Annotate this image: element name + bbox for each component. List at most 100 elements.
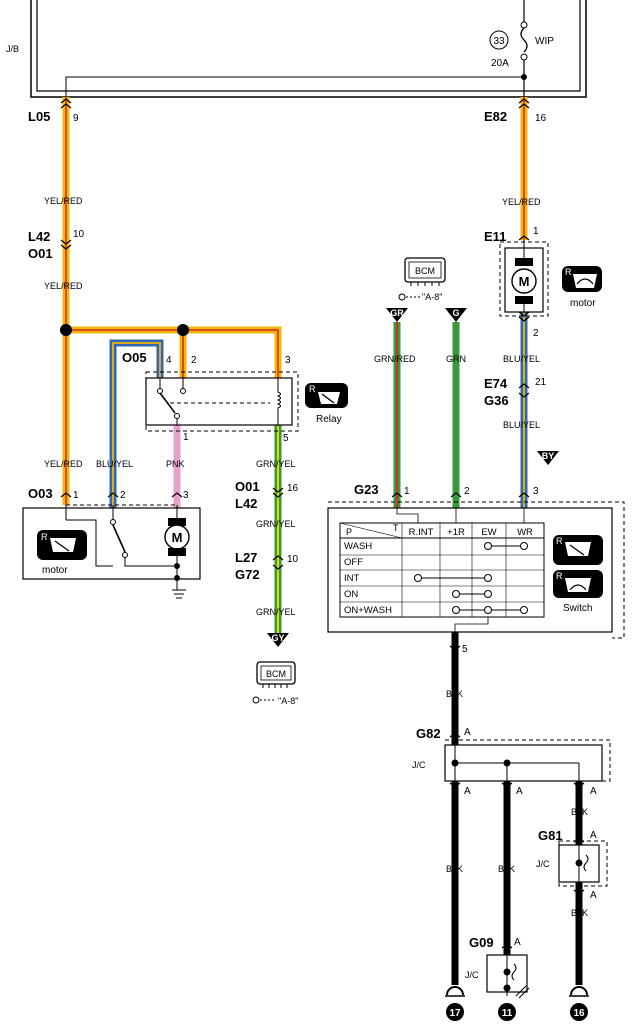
svg-text:1: 1	[183, 432, 189, 443]
svg-text:2: 2	[533, 328, 539, 339]
joint-connector-g82: J/C	[412, 739, 611, 782]
junction-block: J/B 33 WIP 20A	[6, 0, 587, 98]
switch-column-3: WR	[517, 527, 533, 538]
svg-text:R: R	[41, 532, 48, 542]
svg-text:A: A	[464, 786, 471, 797]
conn-g36: G36	[484, 393, 509, 408]
svg-text:A: A	[590, 830, 597, 841]
svg-text:11: 11	[502, 1008, 513, 1019]
svg-text:A: A	[516, 786, 523, 797]
svg-text:R: R	[309, 384, 316, 394]
svg-text:2: 2	[120, 490, 126, 501]
svg-text:BLU/YEL: BLU/YEL	[503, 354, 540, 364]
svg-text:10: 10	[287, 554, 299, 565]
bcm-icon-bottom: BCM "A-8"	[252, 661, 298, 706]
fuse-number: 33	[493, 36, 505, 47]
svg-text:16: 16	[573, 1008, 585, 1019]
svg-text:BCM: BCM	[415, 266, 435, 276]
switch-row-4: ON+WASH	[344, 605, 392, 616]
svg-text:21: 21	[535, 377, 547, 388]
svg-text:GRN/RED: GRN/RED	[374, 354, 416, 364]
svg-text:J/C: J/C	[465, 970, 479, 980]
svg-text:BLK: BLK	[446, 689, 463, 699]
svg-text:A: A	[590, 890, 597, 901]
svg-text:P: P	[346, 527, 352, 537]
conn-g09: G09	[469, 935, 494, 950]
motor-label-rear: motor	[570, 298, 596, 309]
conn-o03: O03	[28, 486, 53, 501]
svg-text:4: 4	[166, 355, 172, 366]
wire-label: BLU/YEL	[96, 459, 133, 469]
tag-g: G	[452, 308, 459, 318]
svg-text:1: 1	[73, 490, 79, 501]
svg-text:M: M	[519, 274, 530, 289]
switch-row-0: WASH	[344, 541, 372, 552]
svg-text:GRN/YEL: GRN/YEL	[256, 607, 296, 617]
wire-label: PNK	[166, 459, 185, 469]
rear-motor-badge: R motor	[562, 266, 602, 309]
svg-text:BLK: BLK	[446, 864, 463, 874]
conn-o05: O05	[122, 350, 147, 365]
motor-label: motor	[42, 565, 68, 576]
svg-text:16: 16	[287, 483, 299, 494]
conn-g82: G82	[416, 726, 441, 741]
wire-yel-red	[62, 97, 528, 505]
svg-text:A: A	[464, 727, 471, 738]
svg-text:BLK: BLK	[498, 864, 515, 874]
switch-row-2: INT	[344, 573, 360, 584]
svg-text:10: 10	[73, 229, 85, 240]
conn-o01: O01	[28, 246, 53, 261]
svg-text:3: 3	[183, 490, 189, 501]
switch-label: Switch	[563, 603, 592, 614]
svg-text:J/C: J/C	[536, 859, 550, 869]
svg-text:R: R	[556, 536, 563, 546]
svg-text:3: 3	[285, 355, 291, 366]
svg-text:2: 2	[191, 355, 197, 366]
svg-text:2: 2	[464, 486, 470, 497]
svg-text:BCM: BCM	[266, 669, 286, 679]
conn-g72: G72	[235, 567, 260, 582]
connector-marks	[60, 98, 585, 949]
svg-text:T: T	[393, 523, 399, 533]
conn-l42: L42	[28, 229, 50, 244]
ground-11: 11	[498, 1003, 516, 1021]
wire-blk	[451, 632, 583, 985]
svg-text:J/C: J/C	[412, 760, 426, 770]
wire-label: YEL/RED	[44, 281, 83, 291]
conn-e11: E11	[484, 229, 506, 244]
ground-17: 17	[445, 986, 465, 1021]
ground-16: 16	[569, 986, 589, 1021]
svg-text:R: R	[556, 571, 563, 581]
wire-label: YEL/RED	[44, 196, 83, 206]
svg-text:A: A	[514, 937, 521, 948]
tag-gr: GR	[390, 308, 404, 318]
svg-text:1: 1	[404, 486, 410, 497]
switch-row-3: ON	[344, 589, 358, 600]
conn-e74: E74	[484, 376, 508, 391]
svg-text:5: 5	[283, 433, 289, 444]
svg-text:M: M	[172, 530, 183, 545]
svg-text:GRN: GRN	[446, 354, 466, 364]
bcm-icon-top: BCM "A-8"	[398, 257, 446, 302]
svg-text:BLU/YEL: BLU/YEL	[503, 420, 540, 430]
svg-text:A: A	[590, 786, 597, 797]
svg-text:"A-8": "A-8"	[422, 292, 442, 302]
svg-text:YEL/RED: YEL/RED	[502, 197, 541, 207]
switch-column-1: +1R	[447, 527, 465, 538]
wire-label: YEL/RED	[44, 459, 83, 469]
svg-text:R: R	[565, 267, 572, 277]
svg-text:16: 16	[535, 113, 547, 124]
fuse-number-circle	[489, 30, 509, 50]
joint-connector-g81: J/C	[536, 840, 608, 887]
svg-text:"A-8": "A-8"	[278, 696, 298, 706]
front-wiper-motor-o03: O03 1 2 3 M R motor	[22, 486, 201, 599]
svg-text:1: 1	[533, 226, 539, 237]
wire-label: GRN/YEL	[256, 459, 296, 469]
relay-o05: O05 4 2 3 1 5 R Relay	[122, 350, 348, 444]
svg-text:BLK: BLK	[571, 807, 588, 817]
conn-l27: L27	[235, 550, 257, 565]
svg-text:3: 3	[533, 486, 539, 497]
conn-g23: G23	[354, 482, 379, 497]
